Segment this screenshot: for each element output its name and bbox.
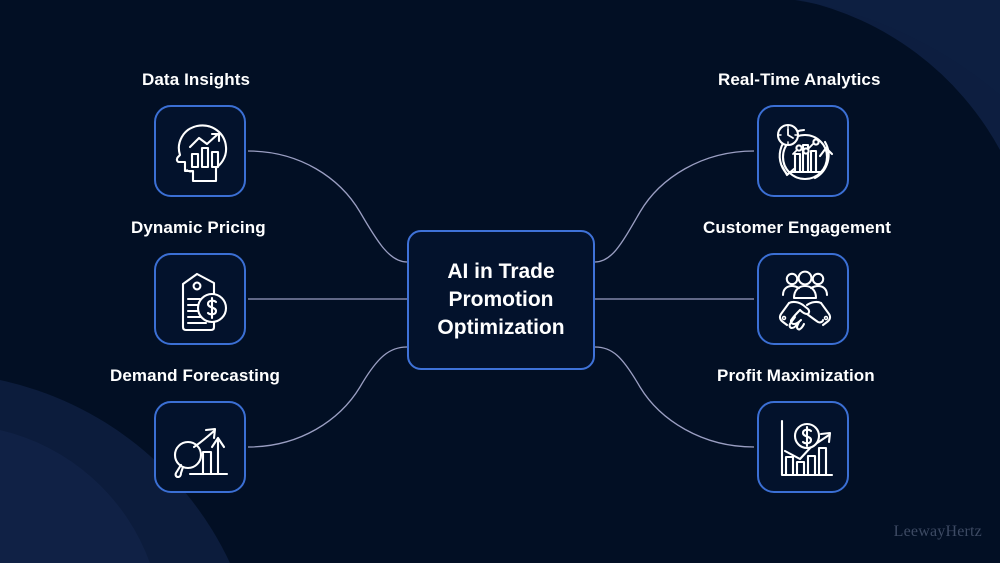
people-handshake-icon <box>778 270 832 331</box>
watermark-leewayhertz: LeewayHertz <box>893 523 982 540</box>
icon-box-dynamic-pricing[interactable] <box>154 253 246 345</box>
connector-profit-maximization <box>594 346 755 448</box>
connector-data-insights <box>247 150 408 263</box>
magnifier-growth-chart-icon <box>173 427 229 479</box>
price-tag-dollar-icon <box>181 272 228 332</box>
profit-bar-dollar-icon <box>780 419 834 477</box>
node-label-data-insights: Data Insights <box>142 70 251 89</box>
connector-real-time-analytics <box>594 150 755 263</box>
node-label-customer-engagement: Customer Engagement <box>703 218 891 237</box>
node-label-dynamic-pricing: Dynamic Pricing <box>131 218 266 237</box>
clock-refresh-analytics-icon <box>776 123 834 181</box>
center-node-title: AI in Trade Promotion Optimization <box>437 260 565 339</box>
icon-box-data-insights[interactable] <box>154 105 246 197</box>
head-bar-chart-icon <box>175 124 228 183</box>
icon-box-profit-maximization[interactable] <box>757 401 849 493</box>
icon-box-demand-forecasting[interactable] <box>154 401 246 493</box>
connector-demand-forecasting <box>247 346 408 448</box>
icon-box-real-time-analytics[interactable] <box>757 105 849 197</box>
center-node[interactable]: AI in Trade Promotion Optimization <box>407 230 595 370</box>
icon-box-customer-engagement[interactable] <box>757 253 849 345</box>
node-label-demand-forecasting: Demand Forecasting <box>110 366 280 385</box>
node-label-profit-maximization: Profit Maximization <box>717 366 875 385</box>
node-label-real-time-analytics: Real-Time Analytics <box>718 70 881 89</box>
